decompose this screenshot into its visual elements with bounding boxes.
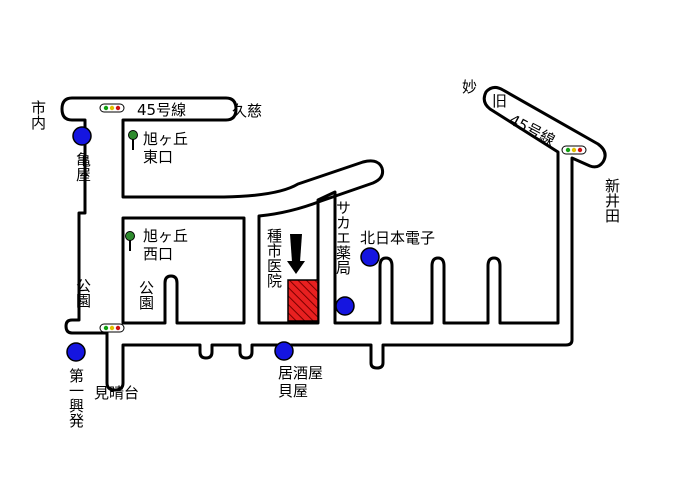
label-koen-left: 公園 [74,278,92,308]
label-kohatsu: 第一興発 [67,367,85,429]
label-izakaya: 居酒屋 [278,364,323,382]
traffic-signal-icon [561,145,587,155]
label-kaiya: 貝屋 [278,382,308,400]
label-shiuchi: 市内 [29,100,47,131]
label-miharashidai: 見晴台 [94,384,139,402]
label-myo: 妙 [462,78,477,96]
blue-dot-icon [360,247,380,267]
destination-marker [287,279,319,322]
block-asahigaoka-nishi [121,216,246,325]
label-asahigaoka-nishi: 旭ヶ丘 [143,227,188,245]
down-arrow-icon [287,234,305,274]
label-asahigaoka-higashi: 旭ヶ丘 [143,130,188,148]
label-pharmacy: サカエ薬局 [334,200,352,276]
label-kyu-road: 旧 [492,92,507,110]
label-nishiguchi: 西口 [143,245,173,263]
label-kuji: 久慈 [232,102,262,120]
blue-dot-icon [335,296,355,316]
blue-dot-icon [274,341,294,361]
label-road-45: 45号線 [137,101,186,119]
label-kameya: 亀屋 [74,152,92,182]
traffic-signal-icon [99,323,125,333]
label-hospital: 種市医院 [265,228,283,289]
tree-icon [128,130,138,150]
tree-icon [125,231,135,251]
label-koen-mid: 公園 [137,280,155,310]
label-niida: 新井田 [603,178,621,223]
traffic-signal-icon [99,103,125,113]
label-kitanihon: 北日本電子 [360,229,435,247]
label-higashiguchi: 東口 [143,148,173,166]
blue-dot-icon [66,342,86,362]
blue-dot-icon [72,126,92,146]
